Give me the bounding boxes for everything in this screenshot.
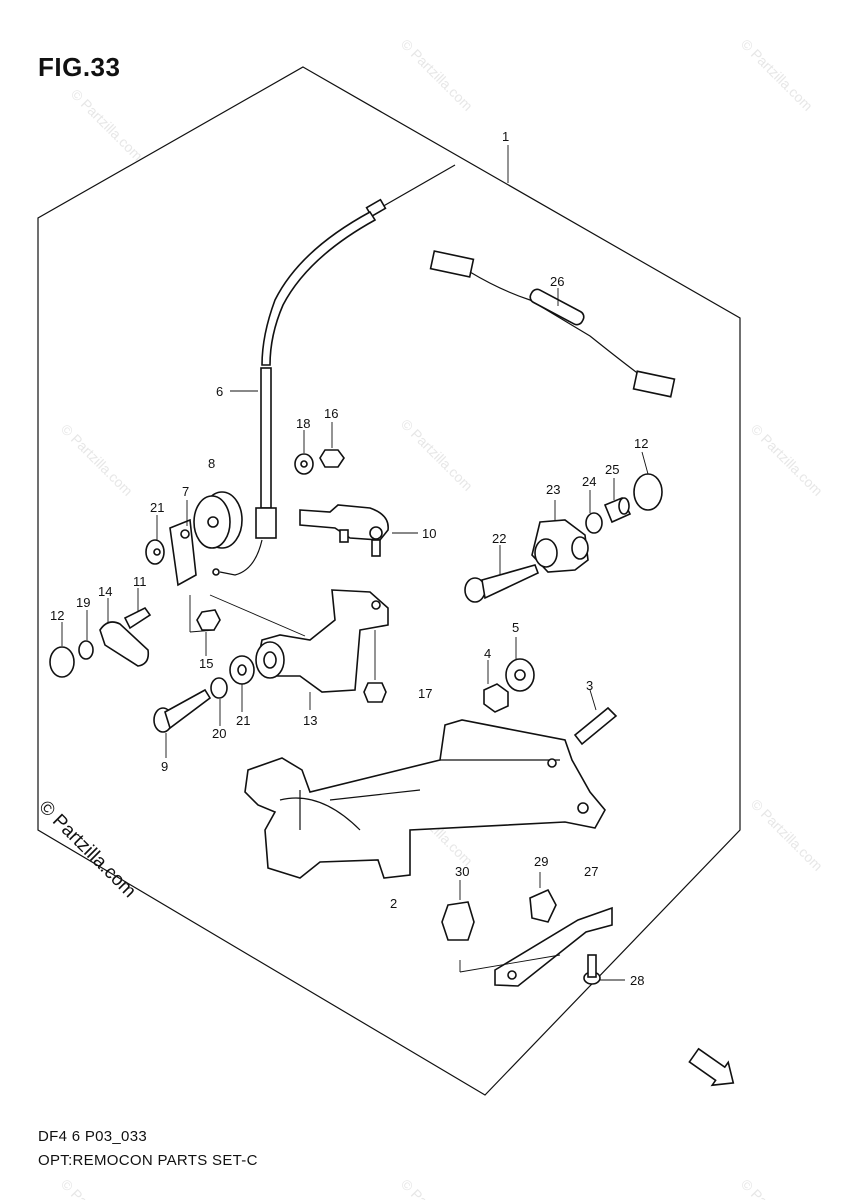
part-6-cable (212, 164, 456, 576)
callout-11: 11 (133, 574, 147, 589)
callout-16: 16 (324, 406, 338, 421)
callout-17: 17 (418, 686, 432, 701)
part-26-harness (429, 250, 676, 398)
part-21-bushing (145, 539, 255, 685)
part-3-stud (573, 706, 618, 746)
callout-5: 5 (512, 620, 519, 635)
callout-26: 26 (550, 274, 564, 289)
callout-29: 29 (534, 854, 548, 869)
section-title: OPT:REMOCON PARTS SET-C (38, 1152, 258, 1169)
part-12-circlip (49, 473, 663, 678)
callout-10: 10 (422, 526, 436, 541)
part-30-clip (441, 901, 475, 941)
part-18-washer (294, 453, 314, 475)
part-23-bracket (531, 519, 589, 573)
callout-23: 23 (546, 482, 560, 497)
callout-18: 18 (296, 416, 310, 431)
callout-20: 20 (212, 726, 226, 741)
part-10-lever (299, 504, 389, 557)
part-16-nut (319, 449, 345, 468)
callout-3: 3 (586, 678, 593, 693)
part-13-bracket (255, 589, 389, 693)
callout-24: 24 (582, 474, 596, 489)
part-9-bolt (153, 688, 212, 733)
watermark: © Partzilla.com (398, 416, 476, 494)
part-7-bracket (169, 518, 197, 587)
callout-1: 1 (502, 129, 509, 144)
part-24-collar (585, 512, 603, 534)
part-5-washer (505, 658, 535, 692)
callout-12-left: 12 (50, 608, 64, 623)
callout-7: 7 (182, 484, 189, 499)
watermark: © Partzilla.com (748, 421, 826, 499)
leader-lines (61, 145, 649, 981)
part-8-pulley (193, 491, 243, 549)
part-28-bolt (583, 954, 601, 985)
part-11-pin (123, 606, 152, 630)
callout-19: 19 (76, 595, 90, 610)
part-29-clip (529, 888, 557, 923)
kit-boundary (37, 66, 741, 1096)
callout-13: 13 (303, 713, 317, 728)
watermark: © Partzilla.com (398, 1176, 476, 1200)
callout-6: 6 (216, 384, 223, 399)
part-2-main-bracket (244, 719, 606, 879)
callout-25: 25 (605, 462, 619, 477)
watermarks: © Partzilla.com © Partzilla.com © Partzi… (34, 36, 825, 1200)
watermark: © Partzilla.com (748, 796, 826, 874)
callout-2: 2 (390, 896, 397, 911)
watermark: © Partzilla.com (68, 86, 146, 164)
watermark: © Partzilla.com (738, 36, 816, 114)
callout-14: 14 (98, 584, 112, 599)
callout-27: 27 (584, 864, 598, 879)
watermark: © Partzilla.com (398, 36, 476, 114)
callout-8: 8 (208, 456, 215, 471)
callout-21-bottom: 21 (236, 713, 250, 728)
watermark-dark: © Partzilla.com (34, 797, 139, 902)
callout-9: 9 (161, 759, 168, 774)
callout-22: 22 (492, 531, 506, 546)
watermark: © Partzilla.com (58, 1176, 136, 1200)
callout-21-top: 21 (150, 500, 164, 515)
part-17-nut (363, 630, 387, 703)
watermark: © Partzilla.com (738, 1176, 816, 1200)
callout-4: 4 (484, 646, 491, 661)
part-4-nut (483, 683, 509, 713)
callouts: 1 2 3 4 5 6 7 8 9 10 11 12 12 13 14 15 1… (50, 129, 648, 988)
watermark: © Partzilla.com (58, 421, 136, 499)
callout-12-right: 12 (634, 436, 648, 451)
part-20-washer (210, 677, 228, 699)
fwd-arrow: FWD (688, 1047, 735, 1087)
part-19-washer (78, 640, 94, 660)
part-25-bush (603, 496, 632, 524)
model-code: DF4 6 P03_033 (38, 1128, 147, 1145)
part-15-nut (196, 609, 221, 631)
callout-28: 28 (630, 973, 644, 988)
callout-30: 30 (455, 864, 469, 879)
part-27-plate (459, 906, 613, 987)
figure-title: FIG.33 (38, 52, 121, 82)
callout-15: 15 (199, 656, 213, 671)
part-22-bolt (464, 564, 540, 603)
part-14-link (99, 621, 150, 667)
